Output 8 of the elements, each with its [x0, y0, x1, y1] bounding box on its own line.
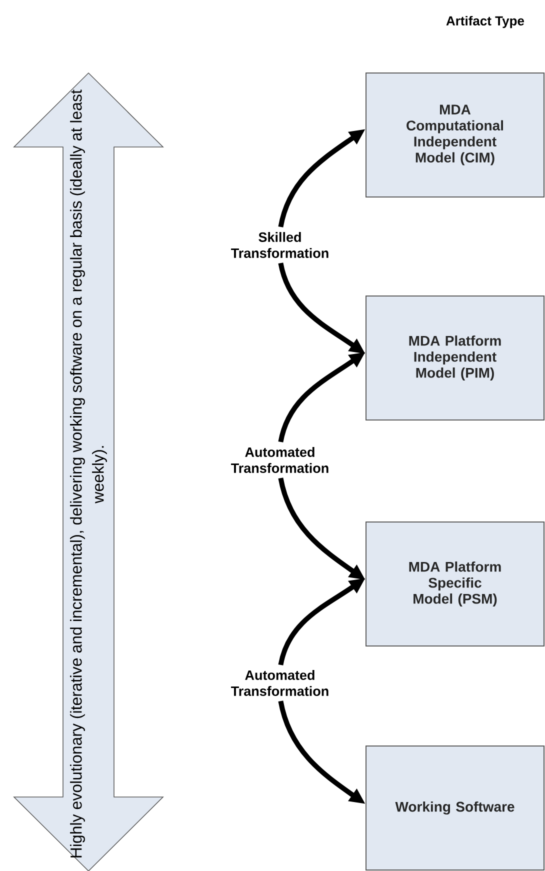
artifact-box: Working Software [366, 746, 544, 870]
artifact-box: MDA Platform Independent Model (PIM) [366, 296, 544, 420]
artifact-box: MDA Computational Independent Model (CIM) [366, 72, 544, 198]
transformation-label: Automated Transformation [231, 447, 328, 473]
transformation-label: Automated Transformation [231, 670, 328, 696]
transformation-label: Skilled Transformation [231, 232, 328, 258]
column-heading: Artifact Type [446, 16, 524, 28]
artifact-box: MDA Platform Specific Model (PSM) [366, 522, 544, 646]
